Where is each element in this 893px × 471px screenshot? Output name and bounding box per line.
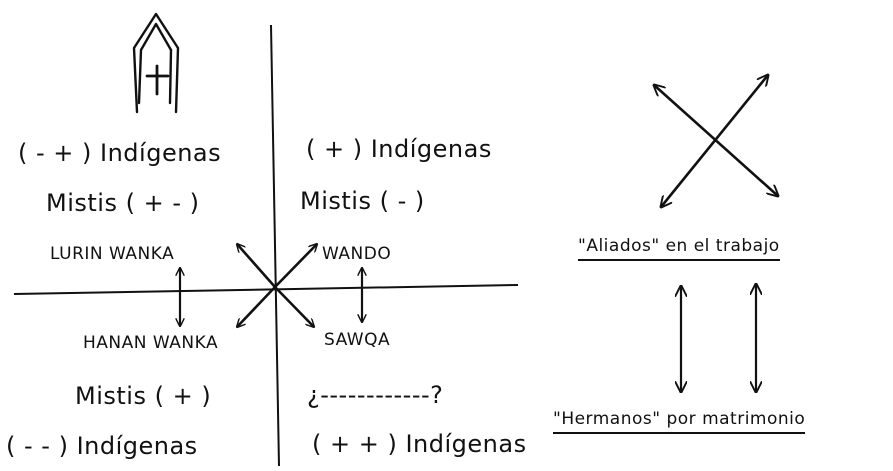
aliados-label: "Aliados" en el trabajo xyxy=(578,238,780,261)
wando-label: WANDO xyxy=(322,244,392,264)
unknown-group-label: ¿------------? xyxy=(307,381,444,409)
horizontal-axis xyxy=(13,284,519,295)
bottom-left-indigenas-label: ( - - ) Indígenas xyxy=(6,432,198,460)
bottom-right-indigenas-label: ( + + ) Indígenas xyxy=(312,430,527,458)
top-left-indigenas-label: ( - + ) Indígenas xyxy=(18,139,222,167)
arrow-to-lurin-wanka xyxy=(237,244,276,288)
hermanos-label: "Hermanos" por matrimonio xyxy=(553,411,806,434)
top-right-indigenas-label: ( + ) Indígenas xyxy=(306,135,492,163)
church-icon xyxy=(132,12,180,114)
vertical-axis xyxy=(270,24,280,467)
bottom-left-mistis-label: Mistis ( + ) xyxy=(75,382,212,410)
top-left-mistis-label: Mistis ( + - ) xyxy=(46,189,200,217)
sawqa-label: SAWQA xyxy=(324,330,391,350)
arrow-to-hanan-wanka xyxy=(237,286,276,327)
legend-cross-arrow-2 xyxy=(661,75,768,207)
lurin-wanka-label: LURIN WANKA xyxy=(50,244,175,264)
arrow-to-wando xyxy=(274,244,317,288)
top-right-mistis-label: Mistis ( - ) xyxy=(300,187,425,215)
arrow-to-sawqa xyxy=(274,286,314,327)
cross-icon xyxy=(145,64,170,96)
hanan-wanka-label: HANAN WANKA xyxy=(83,333,219,353)
